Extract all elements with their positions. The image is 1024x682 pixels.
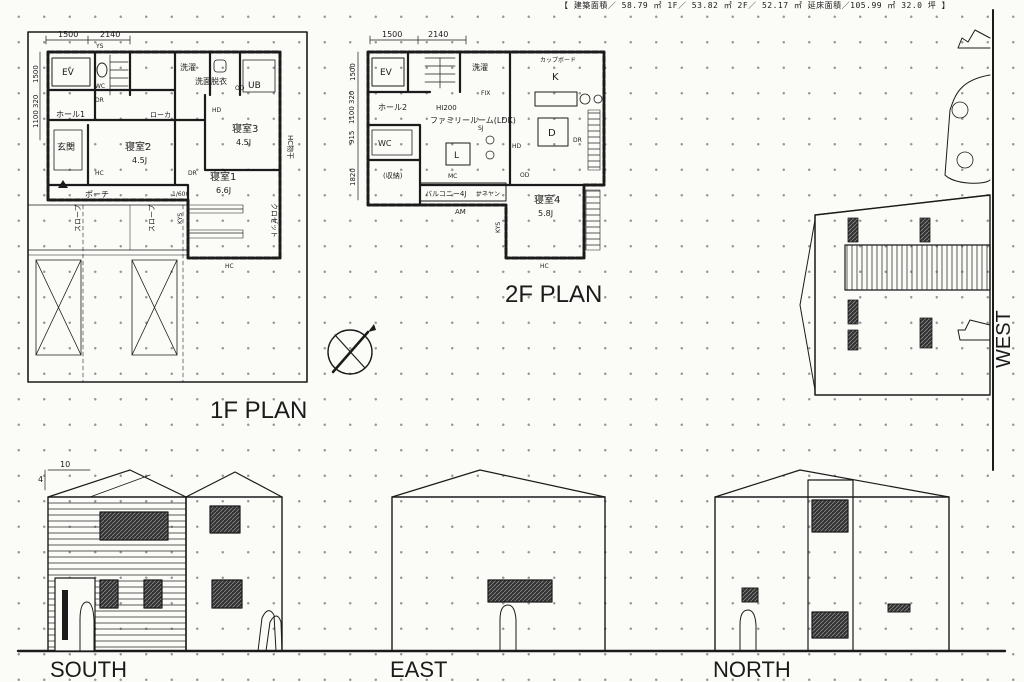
label-od-2f: OD [520,172,530,179]
plan-1f: 1500 2140 1500 320 1100 EV WC YS ホール1 [27,30,308,383]
room-k: K [552,72,559,83]
entrance-arrow-icon [58,180,68,188]
dim-2f-left-3: 1100 [348,106,356,124]
elevation-east-label: EAST [390,657,447,682]
slope-label-2: スロープ [148,204,156,232]
room-ev-2f: EV [380,68,393,78]
north-arrow-icon [327,324,376,375]
label-kys: KYS [177,213,184,224]
slope-label-1: スロープ [74,204,82,232]
label-dr-2f: DR [573,137,582,144]
room-bedroom4-area: 5.8J [538,209,553,218]
plan-1f-title: 1F PLAN [210,397,307,424]
dim-2f-left-5: 1820 [349,168,357,186]
room-closet-1f: クロゼット [270,203,279,238]
room-entrance: 玄関 [57,141,75,153]
room-bedroom1-area: 6.6J [216,186,231,195]
room-bedroom4: 寝室4 [534,193,560,206]
room-utility: (収納) [383,171,403,180]
stair-1f [109,54,129,96]
label-hd: HD [212,107,222,114]
label-am: AM [455,208,466,216]
basin-icon [213,59,227,73]
room-porch: ポーチ [85,190,109,199]
room-balcony: バルコニー4J [425,190,466,198]
label-hd-2f: HD [512,143,522,150]
elevation-north: NORTH [713,469,950,682]
stair-2f [424,57,456,89]
dim-1f-top-1: 1500 [58,30,78,39]
room-d: D [548,128,556,139]
house-outline-2f [366,50,606,260]
room-corridor-1f: ローカ [150,111,171,119]
label-sj: SJ [478,125,484,132]
parking-bays [35,259,178,356]
svg-text:WC: WC [95,83,105,90]
elevation-north-label: NORTH [713,657,791,682]
dim-2f-left-2: 320 [348,91,356,104]
room-washroom: 洗面脱衣 [195,76,227,86]
label-fix: FIX [481,90,490,97]
plan-2f: 1500 2140 1500 320 1100 915 1820 EV 洗濯 ホ… [348,30,606,270]
elevation-west-label: WEST [993,310,1015,368]
scale-10: 10 [60,460,70,469]
label-cupboard: カップボード [540,56,576,64]
dim-2f-left-4: 915 [348,131,356,144]
dim-2f-top-1: 1500 [382,30,402,39]
dim-1f-left-3: 1100 [32,110,40,128]
scale-4: 4 [38,475,43,484]
svg-text:DR: DR [95,97,104,104]
room-hall-2f: ホール2 [378,103,407,112]
room-bedroom3: 寝室3 [232,122,258,135]
svg-text:HC: HC [225,263,234,270]
elevation-west: WEST [799,9,1015,471]
room-ub: UB [248,81,261,91]
elevation-south-label: SOUTH [50,657,127,682]
label-od: OD [235,85,245,92]
dim-1f-left-1: 1500 [32,65,40,83]
label-scale-600: 1/600 [172,191,189,198]
dim-1f-left-2: 320 [32,95,40,108]
area-summary-header: 【 建築面積／ 58.79 ㎡ 1F／ 53.82 ㎡ 2F／ 52.17 ㎡ … [560,1,951,10]
room-l: L [454,151,459,161]
room-laundry-2f: 洗濯 [472,62,488,72]
room-wc-2f: WC [378,139,392,148]
room-bedroom1: 寝室1 [210,170,236,183]
label-outside: サネヤン [476,191,500,198]
room-laundry-1f: 洗濯 [180,62,196,72]
site-boundary-1f [27,31,308,383]
label-hc-2f: HC [540,263,549,270]
label-hc: HC [95,170,104,177]
label-mc: MC [448,173,457,180]
plan-2f-title: 2F PLAN [505,281,602,308]
label-kitchen-hi: HI200 [436,104,457,112]
elevation-south: 10 4 SOUTH [38,460,283,682]
room-bedroom2-area: 4.5J [132,156,147,165]
dim-2f-left-1: 1500 [349,63,357,81]
room-family: ファミリールーム(LDK) [430,116,516,125]
dim-1f-top-2: 2140 [100,30,120,39]
dim-2f-top-2: 2140 [428,30,448,39]
room-ev-1f: EV [62,68,75,78]
label-dr: DR [188,170,197,177]
label-kys-2f: KYS [495,222,502,233]
elevation-east: EAST [390,469,606,682]
label-hc-laundry: HC物干 [286,135,295,159]
room-bedroom3-area: 4.5J [236,138,251,147]
room-hall-1f: ホール1 [56,110,85,119]
toilet-icon [96,62,108,78]
room-bedroom2: 寝室2 [125,140,151,153]
label-ys: YS [95,43,104,50]
